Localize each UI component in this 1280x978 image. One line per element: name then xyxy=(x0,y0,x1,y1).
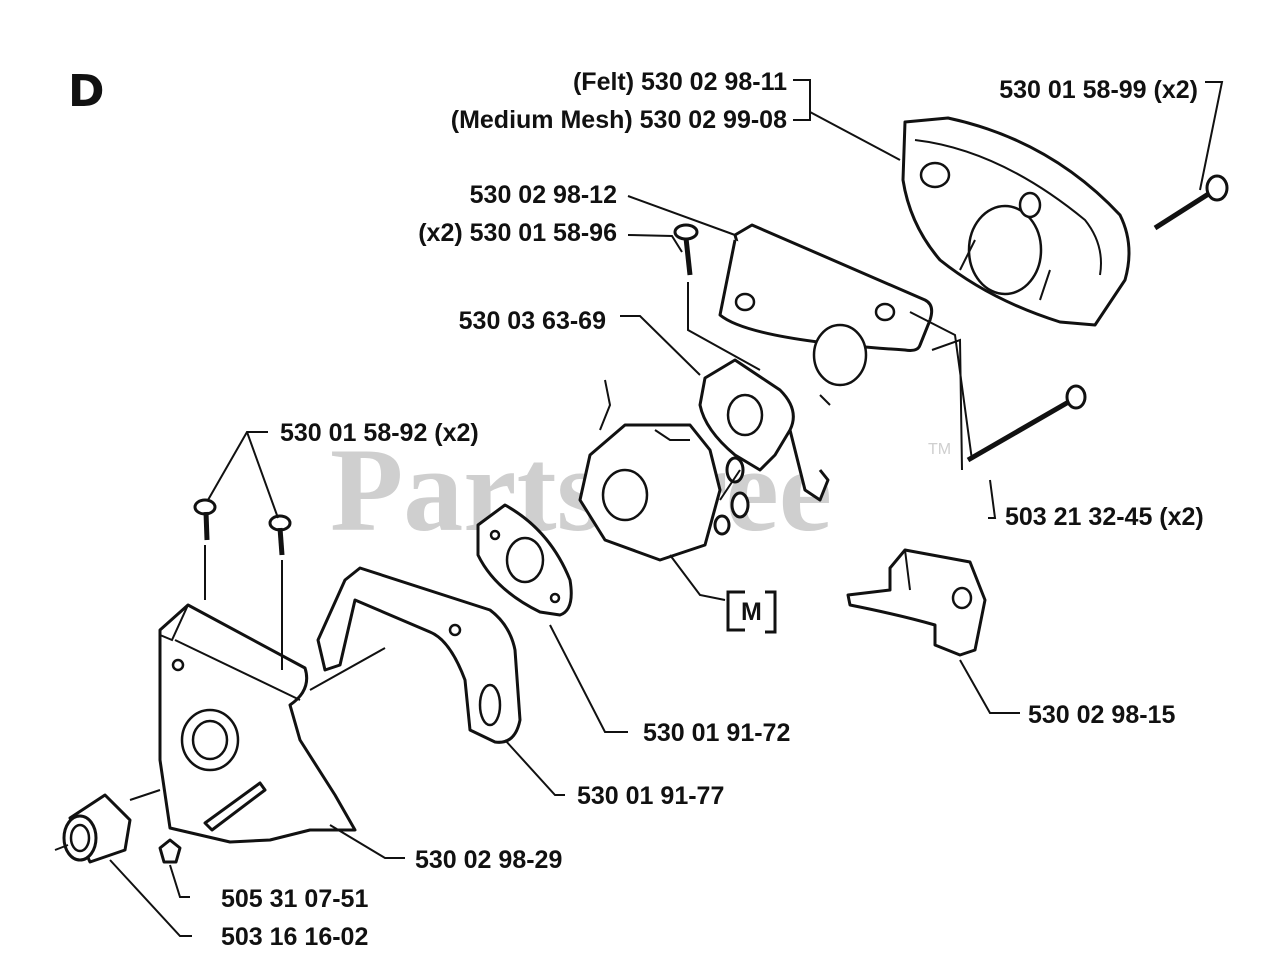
label-gasket-top: 530 03 63-69 xyxy=(459,307,606,335)
bracket-part xyxy=(316,566,522,744)
gasket-mid-part xyxy=(476,503,573,617)
label-intake: 530 02 98-29 xyxy=(415,846,562,874)
label-bracket: 530 01 91-77 xyxy=(577,782,724,810)
label-screw-top: 530 01 58-99 (x2) xyxy=(999,76,1198,104)
label-sleeve: 503 16 16-02 xyxy=(221,923,368,951)
air-filter-part xyxy=(901,116,1131,327)
choke-part xyxy=(846,548,987,657)
label-cover-screw: 530 01 58-92 (x2) xyxy=(280,419,479,447)
label-felt: (Felt) 530 02 98-11 xyxy=(573,68,787,96)
label-medium-mesh: (Medium Mesh) 530 02 99-08 xyxy=(451,106,787,134)
plate-screw-part xyxy=(673,223,699,276)
filter-plate-part xyxy=(718,223,934,387)
label-plate: 530 02 98-12 xyxy=(470,181,617,209)
leader-lines xyxy=(54,79,1224,937)
label-bolt: 503 21 32-45 (x2) xyxy=(1005,503,1204,531)
long-bolt-part xyxy=(966,384,1087,463)
label-plate-screw: (x2) 530 01 58-96 xyxy=(418,219,617,247)
callout-m: M xyxy=(726,590,777,634)
sleeve-part xyxy=(62,793,132,864)
section-letter: D xyxy=(68,66,105,117)
nut-part xyxy=(158,838,182,864)
watermark-tm: TM xyxy=(928,441,951,458)
label-choke: 530 02 98-15 xyxy=(1028,701,1175,729)
label-nut: 505 31 07-51 xyxy=(221,885,368,913)
label-gasket-mid: 530 01 91-72 xyxy=(643,719,790,747)
carburetor-part xyxy=(578,379,750,562)
screw-top-part xyxy=(1153,174,1229,231)
cover-screws-part xyxy=(193,498,292,556)
intake-cover-part xyxy=(158,603,357,844)
callout-m-label: M xyxy=(741,598,762,626)
gasket-top-part xyxy=(698,358,830,502)
